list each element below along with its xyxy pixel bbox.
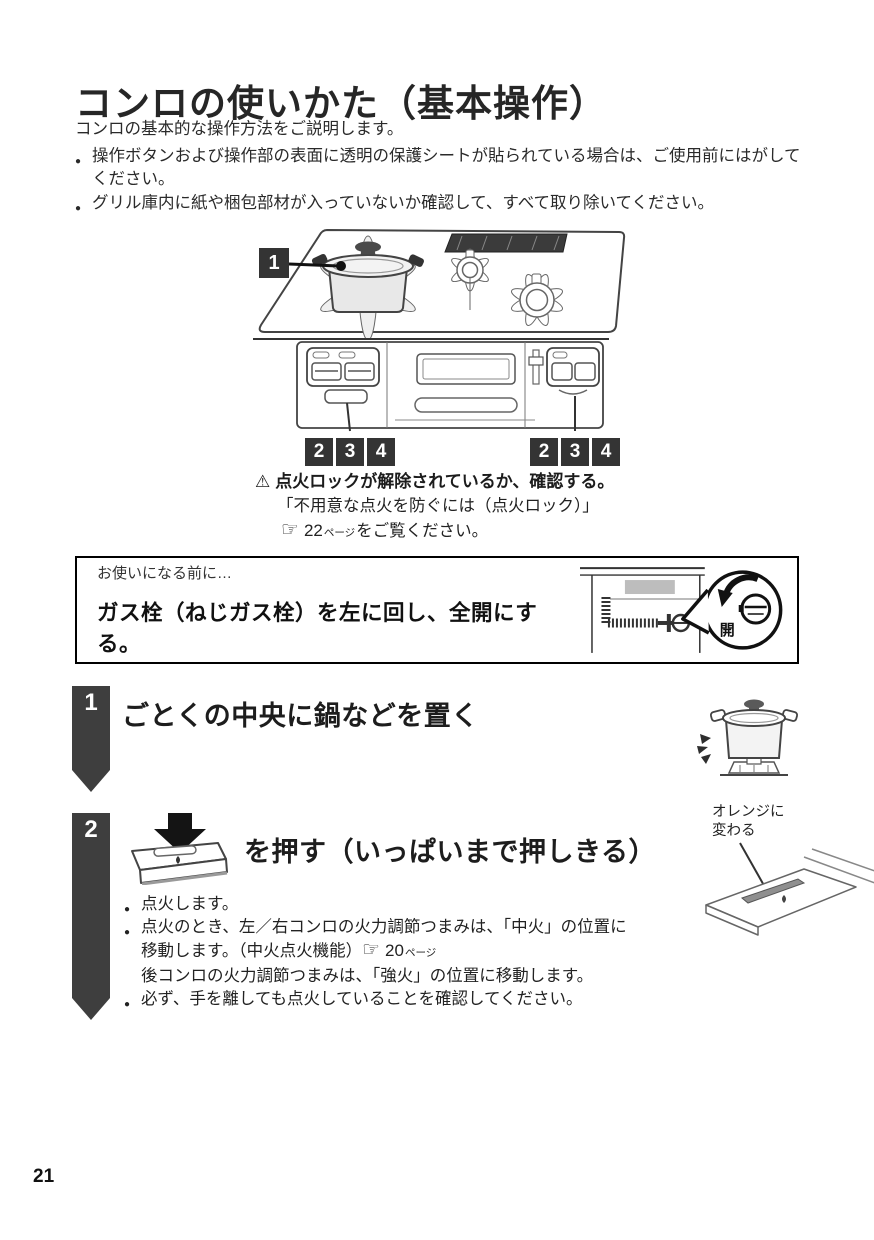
left-callout-group: 2 3 4 [305,438,395,466]
step-2: 2 を押す（いっぱいまで押しきる） 点火します。 点火のとき、左／右コンロの火力… [72,804,874,1043]
pre-use-box: お使いになる前に… ガス栓（ねじガス栓）を左に回し、全開にする。 開 [75,556,799,664]
intro-section: コンロの基本的な操作方法をご説明します。 操作ボタンおよび操作部の表面に透明の保… [75,118,805,220]
callout-label-2: 2 [530,438,558,466]
callout-label-3: 3 [336,438,364,466]
push-button-illustration [131,813,228,885]
page-title: コンロの使いかた（基本操作） [75,82,607,124]
page-number: 21 [33,1166,55,1187]
control-panel-illustration [296,341,604,432]
warning-icon: ⚠ [255,472,271,491]
step-2-bullet: 必ず、手を離しても点火していることを確認してください。 [124,988,690,1016]
counter-edge-line [253,338,609,340]
bullet-text: 移動します。（中火点火機能） [141,942,363,960]
step-1-heading: ごとくの中央に鍋などを置く [122,701,479,731]
intro-text: コンロの基本的な操作方法をご説明します。 [75,120,404,138]
callout-label-3: 3 [561,438,589,466]
bullet-line: 点火のとき、左／右コンロの火力調節つまみは、「中火」の位置に [141,918,627,936]
orange-indicator-label: オレンジに 変わる [712,804,785,839]
orange-indicator-illustration: オレンジに 変わる [700,803,874,941]
pre-use-lead: お使いになる前に… [97,565,233,582]
stove-figure: 1 2 3 4 2 [227,218,647,468]
reference-page-number: 22 [303,521,323,540]
callout-label-1: 1 [259,248,289,278]
gas-valve-illustration: 開 [580,567,783,653]
warning-heading: 点火ロックが解除されているか、確認する。 [275,472,615,491]
panel-callout-labels: 2 3 4 2 3 4 [227,438,647,468]
reference-page-number: 20 [385,941,404,960]
callout-label-4: 4 [592,438,620,466]
press-down-arrow-icon [154,813,206,853]
pot-on-burner-illustration [697,699,799,776]
panel-strip-illustration [705,842,874,936]
reference-tail: をご覧ください。 [356,522,489,540]
step-2-bullet: 点火のとき、左／右コンロの火力調節つまみは、「中火」の位置に 移動します。（中火… [124,916,690,988]
callout-label-2: 2 [305,438,333,466]
right-callout-group: 2 3 4 [530,438,620,466]
step-1-number-badge: 1 [72,686,110,792]
step-1: 1 ごとくの中央に鍋などを置く [72,686,872,808]
bullet-line: 移動します。（中火点火機能） ☞ 20 ページ [141,939,437,965]
pre-use-text: お使いになる前に… ガス栓（ねじガス栓）を左に回し、全開にする。 [97,562,580,658]
reference-hand-icon: ☞ [281,519,299,541]
step-2-bullets: 点火します。 点火のとき、左／右コンロの火力調節つまみは、「中火」の位置に 移動… [124,893,690,1016]
valve-open-label: 開 [720,622,735,639]
step-2-bullet: 点火します。 [124,893,690,921]
intro-bullet: グリル庫内に紙や梱包部材が入っていないか確認して、すべて取り除いてください。 [75,192,805,220]
step-2-heading: を押す（いっぱいまで押しきる） [244,836,656,867]
pre-use-instruction: ガス栓（ねじガス栓）を左に回し、全開にする。 [97,601,538,656]
callout-label-4: 4 [367,438,395,466]
stovetop-illustration [258,229,626,338]
step-2-number-badge: 2 [72,813,110,1020]
warning-quote: 「不用意な点火を防ぐには（点火ロック）」 [277,497,599,515]
step-2-header: を押す（いっぱいまで押しきる） [118,813,656,885]
reference-hand-icon: ☞ [362,939,381,961]
reference-page-unit: ページ [404,947,437,959]
bullet-line: 後コンロの火力調節つまみは、「強火」の位置に移動します。 [141,967,594,985]
ignition-lock-warning: ⚠ 点火ロックが解除されているか、確認する。 「不用意な点火を防ぐには（点火ロッ… [255,470,614,545]
intro-bullet: 操作ボタンおよび操作部の表面に透明の保護シートが貼られている場合は、ご使用前には… [75,145,805,192]
reference-page-unit: ページ [323,527,356,539]
